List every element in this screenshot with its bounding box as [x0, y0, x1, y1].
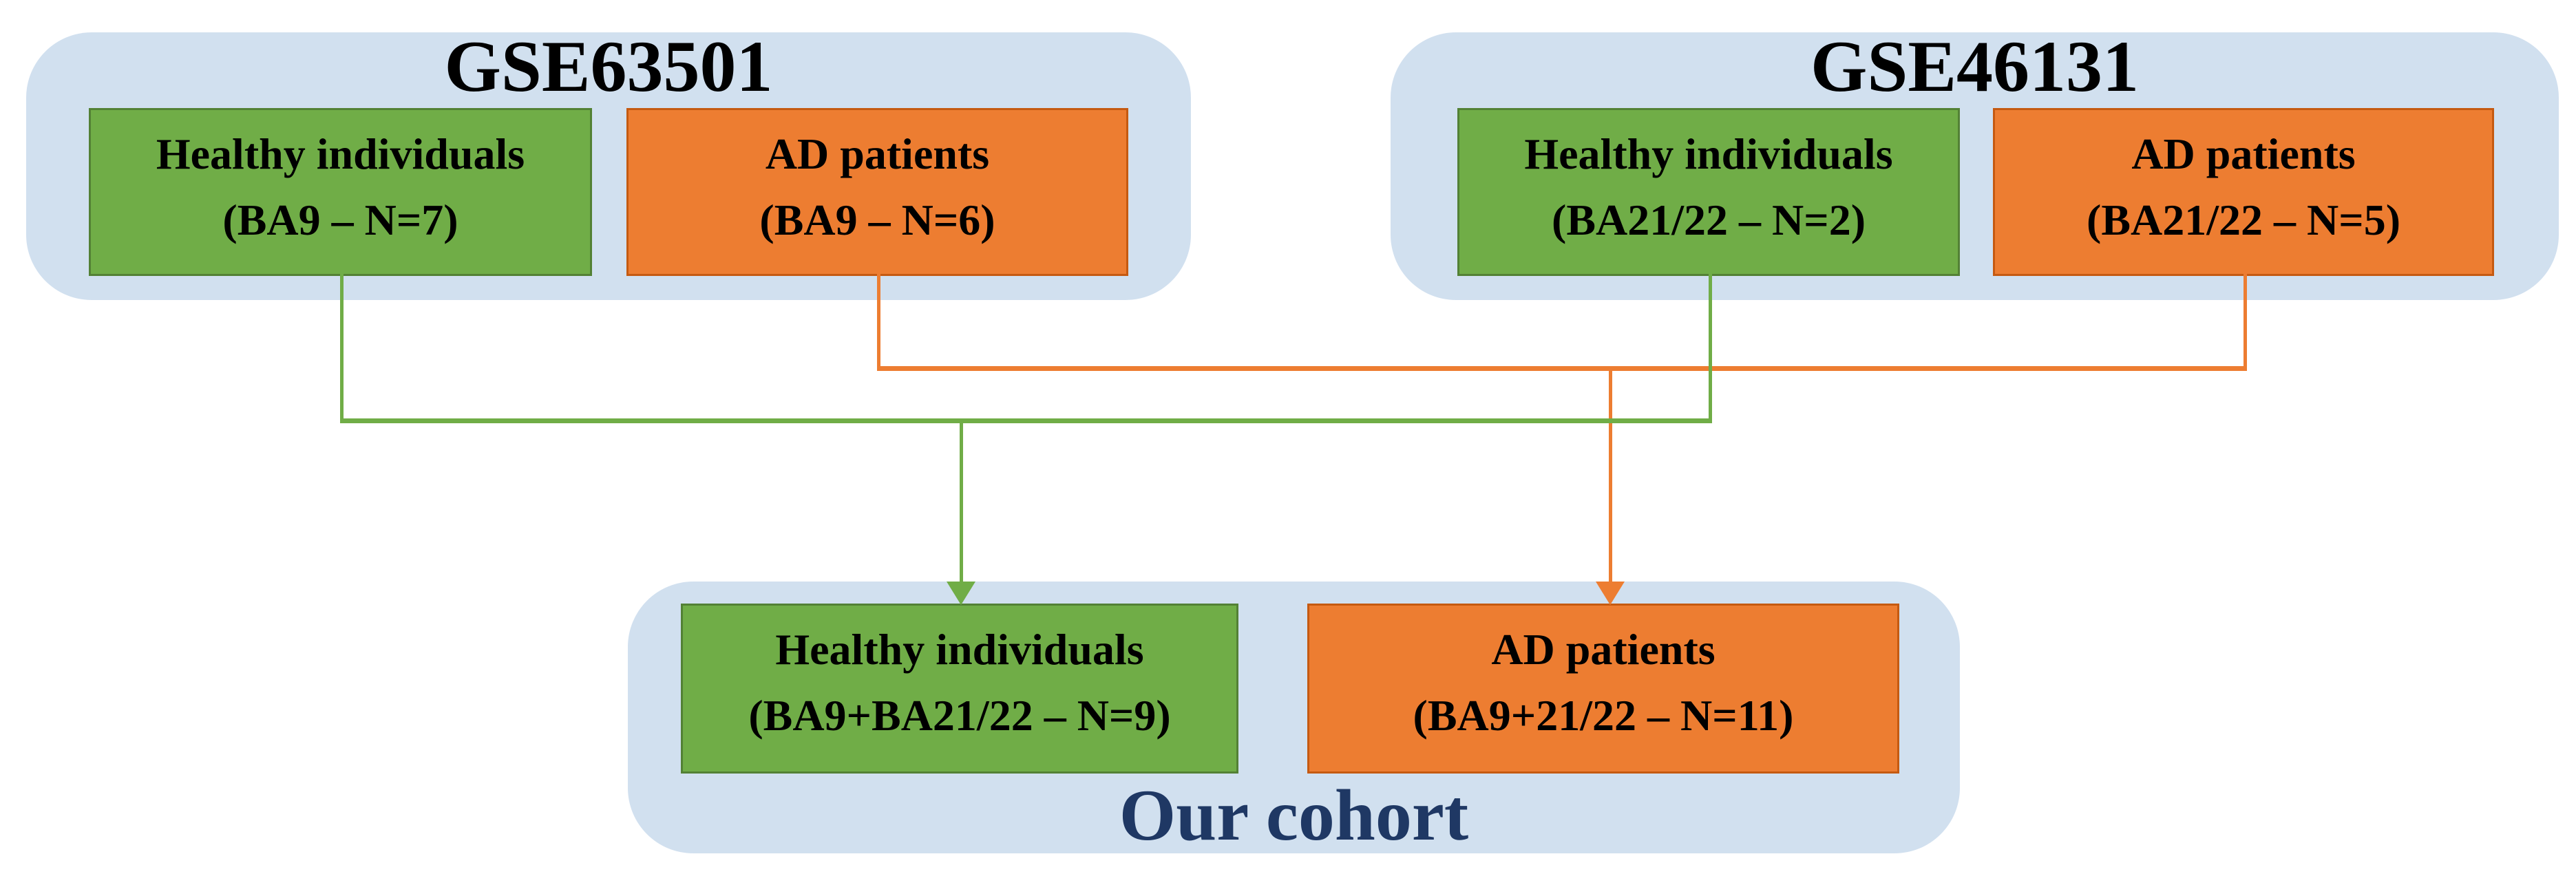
box-gse63501-healthy: Healthy individuals (BA9 – N=7): [89, 108, 592, 276]
box-gse63501-ad: AD patients (BA9 – N=6): [626, 108, 1128, 276]
box-label: AD patients: [2131, 129, 2356, 178]
connector-gse63501-healthy-vertical: [340, 263, 344, 423]
connector-healthy-drop: [960, 421, 963, 582]
box-gse46131-healthy: Healthy individuals (BA21/22 – N=2): [1457, 108, 1960, 276]
box-gse46131-ad: AD patients (BA21/22 – N=5): [1993, 108, 2494, 276]
panel-our-cohort: Our cohort Healthy individuals (BA9+BA21…: [628, 582, 1960, 853]
panel-gse46131: GSE46131 Healthy individuals (BA21/22 – …: [1391, 26, 2559, 300]
connector-gse46131-ad-vertical: [2244, 264, 2247, 371]
box-sublabel: (BA9+21/22 – N=11): [1413, 691, 1794, 740]
box-sublabel: (BA21/22 – N=2): [1552, 195, 1866, 244]
connector-ad-horizontal: [877, 366, 2247, 371]
connector-gse46131-healthy-vertical: [1709, 264, 1712, 423]
box-sublabel: (BA9 – N=6): [759, 195, 995, 244]
box-label: Healthy individuals: [156, 129, 525, 178]
box-sublabel: (BA21/22 – N=5): [2087, 195, 2400, 244]
panel-title-gse63501: GSE63501: [444, 26, 773, 107]
box-label: AD patients: [1491, 625, 1715, 674]
connector-ad-drop: [1609, 368, 1612, 582]
box-sublabel: (BA9 – N=7): [222, 195, 458, 244]
connector-gse63501-ad-vertical: [877, 264, 880, 371]
box-label: Healthy individuals: [775, 625, 1144, 674]
panel-gse63501: GSE63501 Healthy individuals (BA9 – N=7)…: [26, 26, 1191, 300]
green-down-arrowhead-icon: [947, 582, 975, 605]
box-our-cohort-healthy: Healthy individuals (BA9+BA21/22 – N=9): [681, 604, 1238, 774]
box-our-cohort-ad: AD patients (BA9+21/22 – N=11): [1307, 604, 1899, 774]
box-label: AD patients: [765, 129, 990, 178]
orange-down-arrowhead-icon: [1596, 582, 1625, 605]
box-sublabel: (BA9+BA21/22 – N=9): [748, 691, 1171, 740]
box-label: Healthy individuals: [1524, 129, 1893, 178]
panel-title-our-cohort: Our cohort: [1119, 775, 1469, 855]
panel-title-gse46131: GSE46131: [1810, 26, 2140, 107]
connector-healthy-horizontal: [340, 418, 1712, 423]
